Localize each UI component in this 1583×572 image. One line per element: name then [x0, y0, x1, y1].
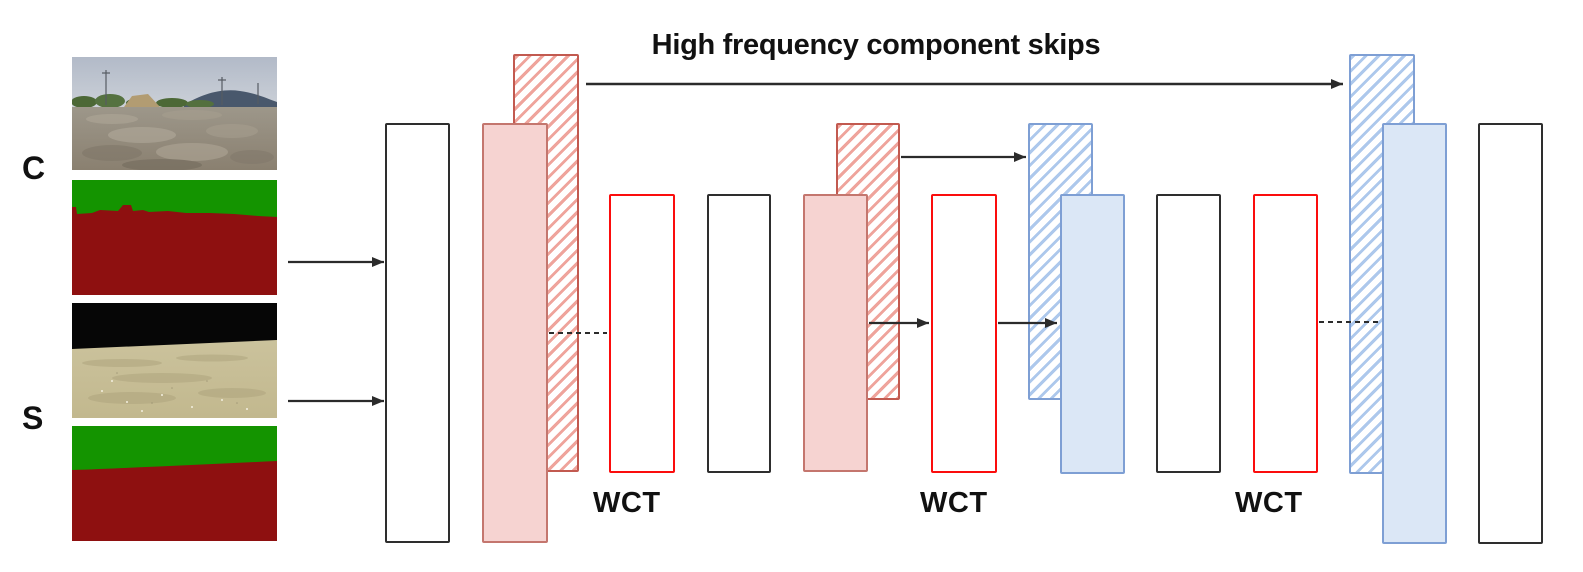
feature-block-1	[707, 194, 771, 473]
encoder2-low-freq-block	[803, 194, 868, 472]
feature-block-2	[1156, 194, 1221, 473]
style-segmentation-image	[72, 426, 277, 541]
wct3-block	[1253, 194, 1318, 473]
wct2-block	[931, 194, 997, 473]
content-photo-image	[72, 57, 277, 170]
content-segmentation	[72, 180, 277, 295]
input-feature-block	[385, 123, 450, 543]
style-photo-image	[72, 303, 277, 418]
encoder1-low-freq-block	[482, 123, 548, 543]
content-photo	[72, 57, 277, 170]
style-segmentation	[72, 426, 277, 541]
skip-title: High frequency component skips	[651, 29, 1101, 61]
wct3-label: WCT	[1235, 487, 1303, 519]
style-label: S	[22, 400, 44, 436]
content-label: C	[22, 150, 46, 186]
style-photo	[72, 303, 277, 418]
content-segmentation-image	[72, 180, 277, 295]
wct2-label: WCT	[920, 487, 988, 519]
output-feature-block	[1478, 123, 1543, 544]
wct1-block	[609, 194, 675, 473]
decoder1-low-freq-block	[1060, 194, 1125, 474]
wct1-label: WCT	[593, 487, 661, 519]
decoder2-low-freq-block	[1382, 123, 1447, 544]
